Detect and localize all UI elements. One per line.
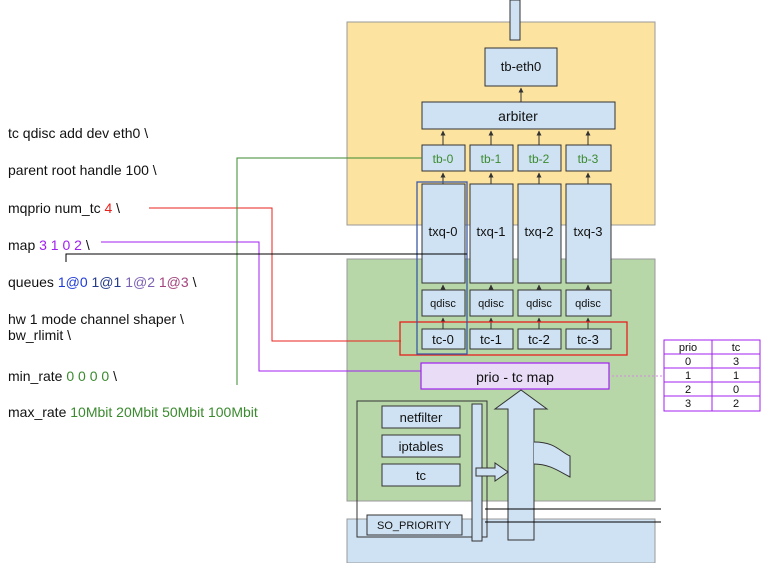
txq-3-label: txq-3 — [574, 224, 603, 239]
qdisc-1-label: qdisc — [478, 298, 504, 310]
tb-row: tb-0 tb-1 tb-2 tb-3 — [421, 144, 612, 172]
txq-0-box — [421, 183, 466, 284]
qdisc-2-label: qdisc — [526, 298, 552, 310]
qdisc-arrows — [440, 284, 591, 290]
command-text: parent root handle 100 \ — [8, 162, 157, 178]
tb-3-label: tb-3 — [578, 152, 599, 166]
table-header-tc: tc — [732, 342, 741, 354]
command-line-5: queues 1@0 1@1 1@2 1@3 \ — [8, 274, 196, 290]
command-line-4: map 3 1 0 2 \ — [8, 237, 90, 253]
table-cell: 2 — [685, 384, 691, 396]
prio-tc-table: prio tc 0 3 1 1 2 0 3 2 — [663, 339, 761, 412]
queue-2-value: 1@2 — [125, 274, 155, 290]
tb-2-label: tb-2 — [529, 152, 550, 166]
command-text: min_rate — [8, 368, 67, 384]
command-line-1: tc qdisc add dev eth0 \ — [8, 125, 148, 141]
map-connector — [101, 241, 421, 372]
command-text: tc qdisc add dev eth0 \ — [8, 125, 149, 141]
queue-1-value: 1@1 — [91, 274, 122, 290]
output-wire — [509, 0, 521, 41]
tc-1-label: tc-1 — [480, 332, 502, 347]
tc-3-label: tc-3 — [577, 332, 599, 347]
so-priority-label: SO_PRIORITY — [377, 520, 452, 532]
prio-tc-map-label: prio - tc map — [476, 369, 554, 385]
txq-row: txq-0 txq-1 txq-2 txq-3 — [421, 183, 612, 284]
command-line-3: mqprio num_tc 4 \ — [8, 200, 120, 216]
table-cell: 3 — [733, 356, 739, 368]
map-value: 3 1 0 2 — [39, 237, 82, 253]
command-line-6: hw 1 mode channel shaper \ — [8, 311, 184, 327]
table-cell: 1 — [733, 370, 739, 382]
qdisc-row: qdisc qdisc qdisc qdisc — [421, 289, 612, 317]
tb-1-label: tb-1 — [481, 152, 502, 166]
num-tc-value: 4 — [104, 200, 113, 216]
max-rate-value: 10Mbit 20Mbit 50Mbit 100Mbit — [70, 404, 258, 420]
max-rate-connector — [236, 157, 422, 385]
tb-0-label: tb-0 — [433, 152, 454, 166]
table-header-prio: prio — [679, 342, 697, 354]
so-priority-box — [366, 514, 463, 536]
command-line-7: bw_rlimit \ — [8, 327, 71, 343]
txq-2-box — [517, 183, 562, 284]
tb-0-box — [421, 144, 466, 172]
netfilter-label: netfilter — [400, 410, 443, 425]
tb-1-box — [469, 144, 514, 172]
command-text: hw 1 mode channel shaper \ — [8, 311, 184, 327]
tc-arrows — [440, 317, 591, 329]
tc-2-label: tc-2 — [528, 332, 550, 347]
tb-2-box — [517, 144, 562, 172]
table-cell: 0 — [685, 356, 691, 368]
table-cell: 1 — [685, 370, 691, 382]
iptables-box — [381, 434, 461, 458]
arbiter-box — [421, 101, 616, 130]
line-continuation: \ — [109, 368, 117, 384]
traffic-flow-up-arrow — [493, 389, 549, 541]
txq-1-label: txq-1 — [477, 224, 506, 239]
tc-filter-box — [381, 463, 461, 487]
txq-0-queue-frame — [416, 181, 468, 355]
table-cell: 3 — [685, 398, 691, 410]
command-text: mqprio num_tc — [8, 200, 105, 216]
num-tc-connector — [149, 207, 401, 342]
tb-arrows — [440, 130, 591, 145]
queues-connector — [65, 253, 467, 262]
tc-0-label: tc-0 — [432, 332, 454, 347]
command-text: bw_rlimit \ — [8, 327, 72, 343]
arbiter-label: arbiter — [498, 108, 538, 124]
min-rate-value: 0 0 0 0 — [66, 368, 110, 384]
line-continuation: \ — [112, 200, 121, 216]
tc-to-stream-arrow — [475, 462, 509, 482]
prio-tc-map-box — [420, 362, 610, 390]
qdisc-1-box — [469, 289, 514, 317]
qdisc-0-box — [421, 289, 466, 317]
table-cell: 0 — [733, 384, 739, 396]
command-line-8: min_rate 0 0 0 0 \ — [8, 368, 117, 384]
table-cell: 2 — [733, 398, 739, 410]
traffic-branch-arrow — [533, 441, 571, 478]
txq-1-box — [469, 183, 514, 284]
qdisc-3-label: qdisc — [575, 298, 601, 310]
command-line-2: parent root handle 100 \ — [8, 162, 157, 178]
qdisc-0-label: qdisc — [430, 298, 456, 310]
txq-0-label: txq-0 — [429, 224, 458, 239]
txq-2-label: txq-2 — [525, 224, 554, 239]
queue-0-value: 1@0 — [57, 274, 88, 290]
queue-3-value: 1@3 — [158, 274, 189, 290]
netfilter-box — [381, 405, 461, 429]
device-label: tb-eth0 — [501, 59, 541, 74]
command-text: map — [8, 237, 40, 253]
device-box — [484, 47, 558, 87]
tc-row: tc-0 tc-1 tc-2 tc-3 — [421, 328, 612, 350]
command-text: queues — [8, 274, 58, 290]
command-text: max_rate — [8, 404, 71, 420]
command-line-9: max_rate 10Mbit 20Mbit 50Mbit 100Mbit — [8, 404, 258, 420]
line-continuation: \ — [81, 237, 90, 253]
tc-filter-label: tc — [416, 468, 427, 483]
line-continuation: \ — [188, 274, 197, 290]
tc-group-frame — [399, 321, 628, 356]
iptables-label: iptables — [399, 439, 444, 454]
